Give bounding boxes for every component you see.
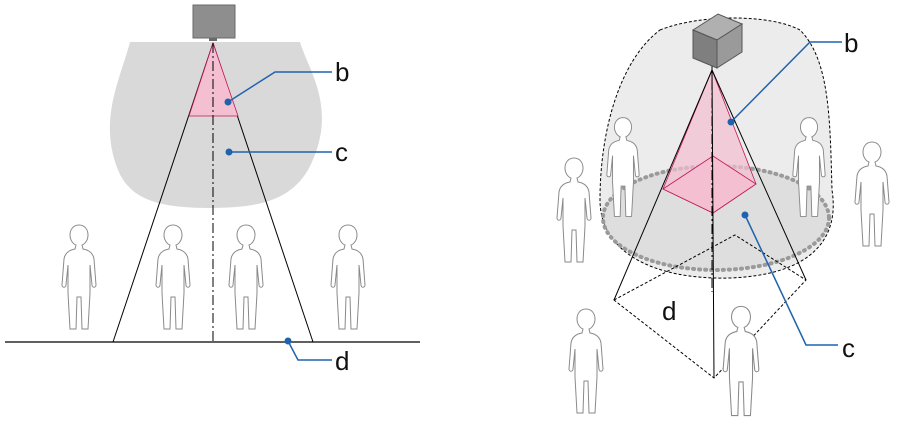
right-image-plane	[662, 155, 757, 214]
projector-icon	[691, 13, 744, 69]
person-icon	[722, 305, 760, 417]
right-leader-c	[741, 211, 838, 346]
right-floor-rhombus	[613, 234, 807, 379]
left-leader-b	[224, 71, 332, 106]
person-icon	[556, 157, 592, 263]
person-icon	[61, 224, 97, 330]
left-safety-zone	[109, 42, 322, 208]
right-label-b: b	[844, 28, 858, 58]
left-leader-d	[284, 337, 332, 361]
right-beam-1	[613, 69, 713, 301]
left-label-b: b	[335, 57, 349, 87]
left-label-d: d	[335, 346, 349, 376]
person-icon	[568, 308, 604, 414]
person-icon	[155, 224, 191, 330]
person-icon	[330, 224, 366, 330]
right-label-c: c	[842, 333, 855, 363]
person-icon	[854, 141, 890, 247]
left-leader-c	[225, 148, 332, 156]
left-label-c: c	[335, 137, 348, 167]
right-beam-2	[711, 69, 807, 281]
right-view: b c d	[556, 13, 890, 417]
projector-icon	[192, 4, 236, 41]
left-view: b c d	[5, 4, 420, 376]
right-leader-b	[727, 41, 842, 126]
right-label-d: d	[662, 296, 676, 326]
person-icon	[228, 224, 264, 330]
